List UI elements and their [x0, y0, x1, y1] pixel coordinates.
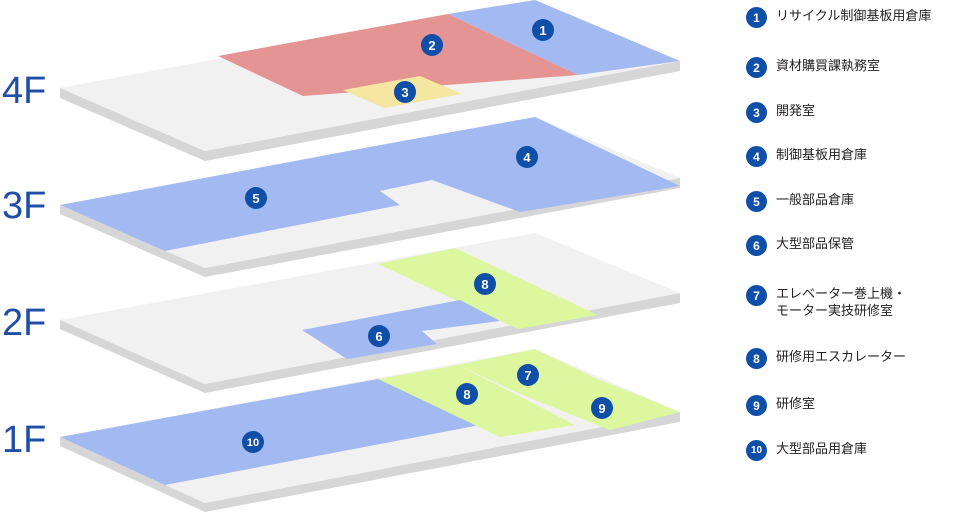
floor-label-2f: 2F	[2, 302, 46, 344]
badge-number: 8	[481, 277, 488, 292]
badge[interactable]: 9	[591, 397, 613, 419]
legend-item[interactable]: 10 大型部品用倉庫	[746, 440, 868, 461]
legend-label: エレベーター巻上機・ モーター実技研修室	[776, 287, 907, 319]
floor-4f	[60, 0, 680, 161]
badge[interactable]: 5	[245, 187, 267, 209]
legend-number: 5	[746, 191, 767, 212]
legend-number: 1	[746, 7, 767, 28]
badge-number: 6	[375, 329, 382, 344]
floor-3f	[60, 117, 680, 277]
floor-label-1f: 1F	[2, 419, 46, 461]
badge-number: 2	[428, 38, 435, 53]
legend-item[interactable]: 2 資材購買課執務室	[746, 57, 881, 78]
legend-number: 10	[746, 440, 767, 461]
badge[interactable]: 8	[456, 383, 478, 405]
legend-label: 資材購買課執務室	[776, 59, 881, 74]
legend-item[interactable]: 7 エレベーター巻上機・ モーター実技研修室	[746, 285, 907, 320]
badge-number: 4	[523, 150, 531, 165]
floor-1f	[60, 349, 680, 512]
legend-label: 大型部品保管	[776, 237, 855, 252]
legend-label: 一般部品倉庫	[776, 193, 855, 208]
badge-number: 5	[252, 191, 259, 206]
badge[interactable]: 1	[532, 19, 554, 41]
badge[interactable]: 8	[474, 273, 496, 295]
legend-item[interactable]: 5 一般部品倉庫	[746, 191, 855, 212]
floor-label-4f: 4F	[2, 70, 46, 112]
legend-number: 6	[746, 235, 767, 256]
room-2[interactable]	[218, 14, 578, 96]
legend-item[interactable]: 9 研修室	[746, 395, 816, 416]
badge-number: 9	[598, 401, 605, 416]
badge[interactable]: 4	[516, 146, 538, 168]
legend-item[interactable]: 6 大型部品保管	[746, 235, 855, 256]
badge-number: 7	[524, 368, 531, 383]
legend-label: 制御基板用倉庫	[776, 148, 868, 163]
legend-label: 研修室	[776, 397, 816, 412]
room-10[interactable]	[60, 379, 480, 485]
badge[interactable]: 6	[368, 325, 390, 347]
room-8-1f[interactable]	[378, 365, 575, 437]
room-6[interactable]	[302, 300, 500, 359]
legend-number: 8	[746, 348, 767, 369]
room-1[interactable]	[448, 0, 680, 75]
legend-label: 開発室	[776, 104, 816, 119]
legend-item[interactable]: 4 制御基板用倉庫	[746, 146, 868, 167]
legend-item[interactable]: 1 リサイクル制御基板用倉庫	[746, 7, 932, 28]
legend-label: リサイクル制御基板用倉庫	[776, 9, 932, 24]
badge[interactable]: 3	[394, 81, 416, 103]
badge-number: 10	[247, 437, 259, 449]
badge[interactable]: 7	[517, 364, 539, 386]
legend-number: 9	[746, 395, 767, 416]
legend-label: 大型部品用倉庫	[776, 442, 868, 457]
legend-number: 3	[746, 102, 767, 123]
slab-top	[60, 233, 680, 384]
legend-item[interactable]: 3 開発室	[746, 102, 816, 123]
legend-number: 4	[746, 146, 767, 167]
badge[interactable]: 2	[421, 34, 443, 56]
floor-label-3f: 3F	[2, 185, 46, 227]
badge-number: 8	[463, 387, 470, 402]
legend-number: 2	[746, 57, 767, 78]
legend-item[interactable]: 8 研修用エスカレーター	[746, 348, 907, 369]
legend-label: 研修用エスカレーター	[776, 350, 907, 365]
floor-2f	[60, 233, 680, 393]
badge-number: 3	[401, 85, 408, 100]
legend-number: 7	[746, 285, 767, 306]
badge-number: 1	[539, 23, 546, 38]
badge[interactable]: 10	[242, 431, 264, 453]
